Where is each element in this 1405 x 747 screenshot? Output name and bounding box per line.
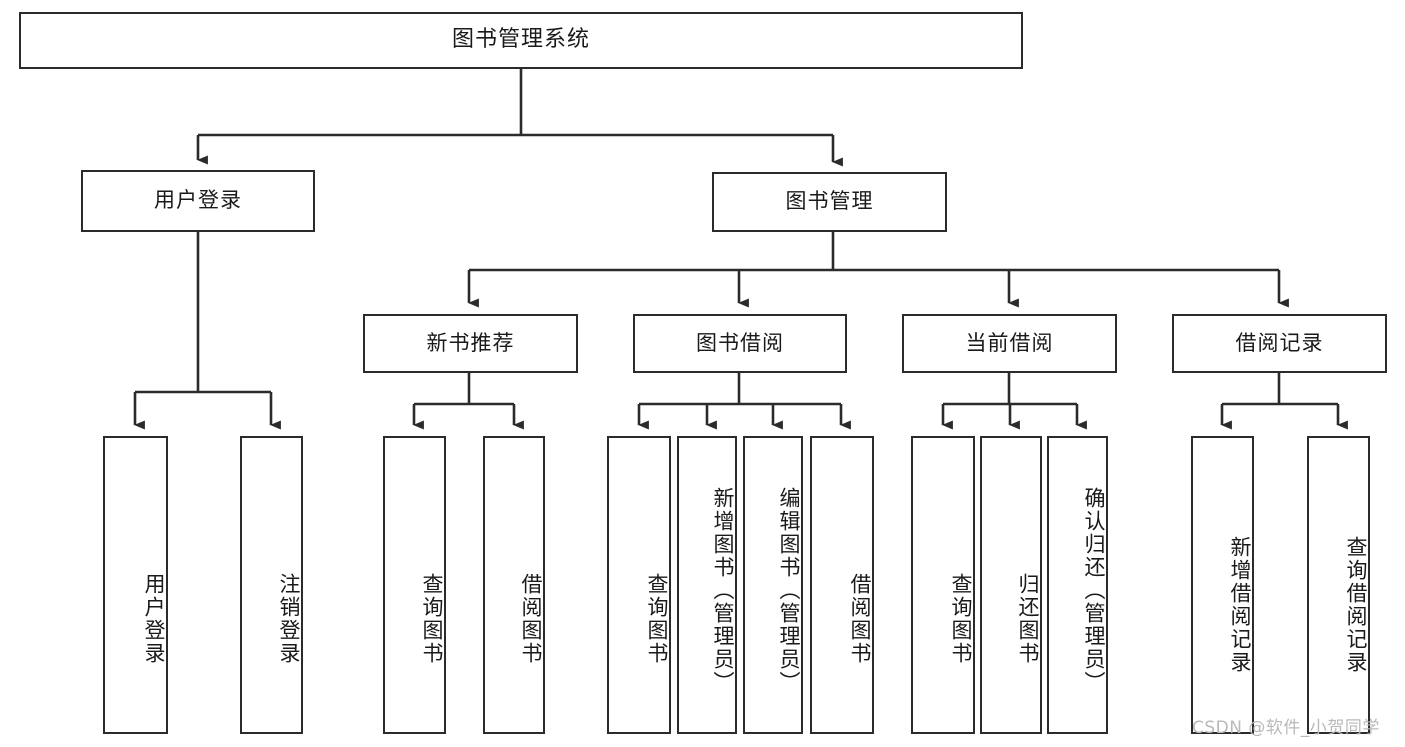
node-leaf-edit-book-label: 编辑图书（管理员） — [777, 486, 801, 694]
node-leaf-return-book[interactable]: 归还图书 — [980, 436, 1042, 734]
node-leaf-return-book-label: 归还图书 — [1016, 573, 1040, 665]
node-borrow-record-label: 借阅记录 — [1235, 330, 1324, 355]
node-book-manage[interactable]: 图书管理 — [712, 172, 947, 232]
node-current-borrow-label: 当前借阅 — [965, 330, 1054, 355]
node-leaf-add-book-label: 新增图书（管理员） — [711, 486, 735, 694]
node-leaf-confirm-return-label: 确认归还（管理员） — [1082, 486, 1106, 694]
node-leaf-borrow-book-2[interactable]: 借阅图书 — [810, 436, 874, 734]
node-leaf-query-book-1-label: 查询图书 — [420, 573, 444, 665]
node-new-book-recommend-label: 新书推荐 — [426, 330, 515, 355]
node-leaf-add-book[interactable]: 新增图书（管理员） — [677, 436, 737, 734]
node-book-borrow-label: 图书借阅 — [696, 330, 784, 355]
node-book-manage-label: 图书管理 — [785, 189, 874, 214]
node-leaf-query-book-3[interactable]: 查询图书 — [911, 436, 975, 734]
node-leaf-query-book-2-label: 查询图书 — [645, 573, 669, 665]
node-leaf-confirm-return[interactable]: 确认归还（管理员） — [1047, 436, 1108, 734]
node-leaf-query-book-1[interactable]: 查询图书 — [383, 436, 446, 734]
node-root-system[interactable]: 图书管理系统 — [19, 12, 1023, 69]
node-leaf-logout-login-label: 注销登录 — [277, 573, 301, 665]
node-leaf-user-login-label: 用户登录 — [142, 573, 166, 665]
node-leaf-borrow-book-2-label: 借阅图书 — [848, 573, 872, 665]
node-leaf-query-book-3-label: 查询图书 — [949, 573, 973, 665]
node-book-borrow[interactable]: 图书借阅 — [633, 314, 847, 373]
node-leaf-query-book-2[interactable]: 查询图书 — [607, 436, 671, 734]
node-leaf-add-record[interactable]: 新增借阅记录 — [1191, 436, 1254, 734]
node-leaf-user-login[interactable]: 用户登录 — [103, 436, 168, 734]
node-leaf-borrow-book-1-label: 借阅图书 — [519, 573, 543, 665]
node-leaf-query-record-label: 查询借阅记录 — [1344, 536, 1368, 674]
node-leaf-query-record[interactable]: 查询借阅记录 — [1307, 436, 1370, 734]
node-current-borrow[interactable]: 当前借阅 — [902, 314, 1117, 373]
node-user-login-label: 用户登录 — [154, 188, 242, 213]
node-borrow-record[interactable]: 借阅记录 — [1172, 314, 1387, 373]
node-root-system-label: 图书管理系统 — [451, 27, 590, 53]
node-new-book-recommend[interactable]: 新书推荐 — [363, 314, 578, 373]
node-user-login[interactable]: 用户登录 — [81, 170, 315, 232]
node-leaf-edit-book[interactable]: 编辑图书（管理员） — [743, 436, 803, 734]
node-leaf-add-record-label: 新增借阅记录 — [1228, 536, 1252, 674]
node-leaf-logout-login[interactable]: 注销登录 — [240, 436, 303, 734]
node-leaf-borrow-book-1[interactable]: 借阅图书 — [483, 436, 545, 734]
